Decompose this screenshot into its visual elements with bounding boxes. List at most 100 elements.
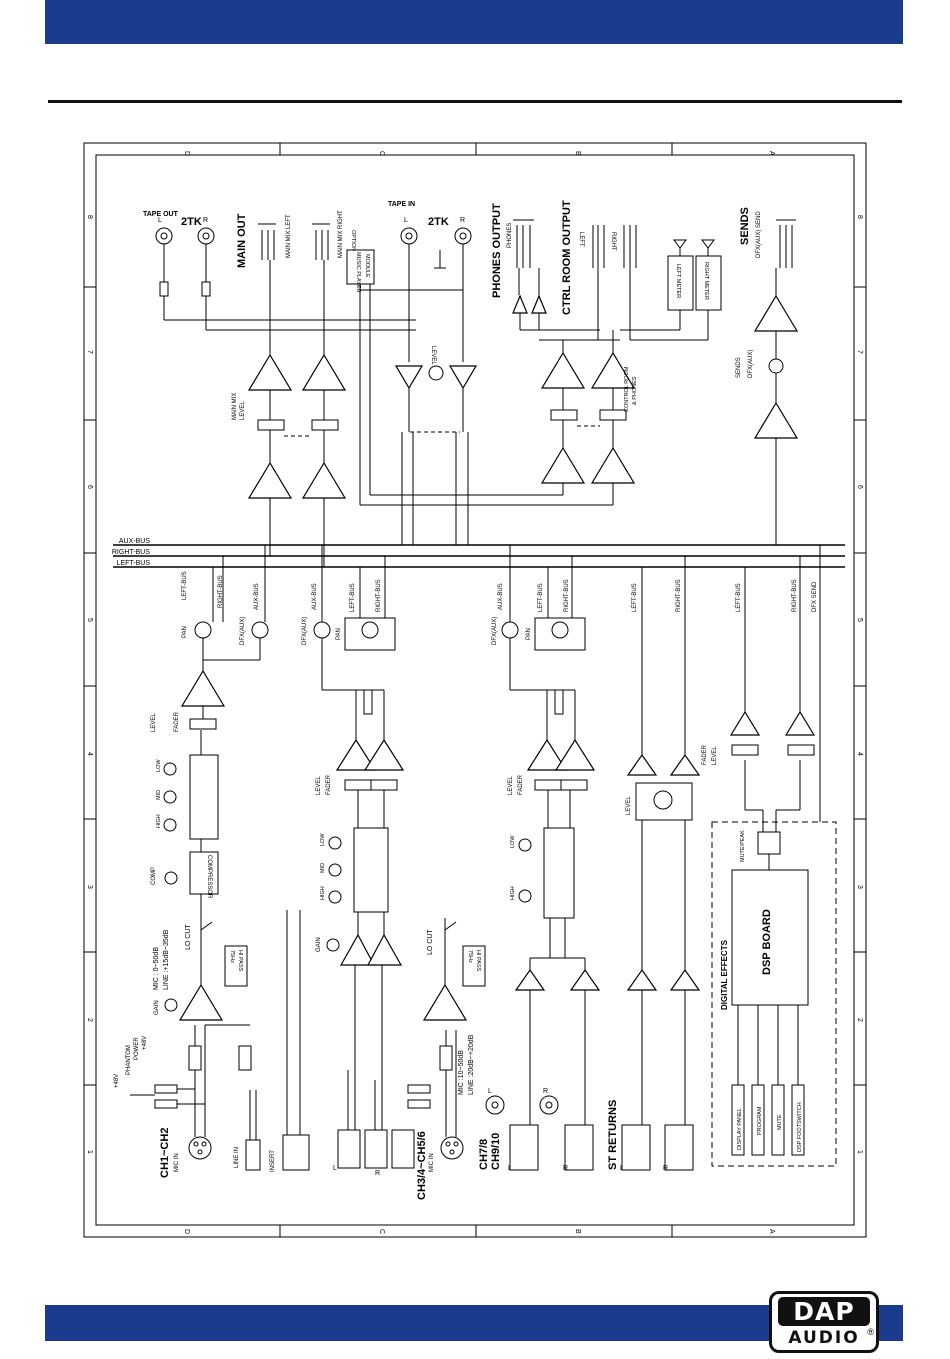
diagram-label: LEVEL: [712, 746, 718, 765]
diagram-label: FADER: [702, 744, 708, 765]
diagram-label: MUSIC PLAYER: [355, 252, 361, 293]
phantom-label: PHANTOM: [126, 1045, 132, 1075]
tape-in-label: TAPE IN: [388, 201, 415, 208]
diagram-label: DFX(AUX) SEND: [756, 211, 762, 258]
diagram-label: RIGHT-BUS: [564, 579, 570, 612]
dsp-board-label: DSP BOARD: [761, 909, 773, 975]
two-tk-in-label: 2TK: [428, 216, 449, 228]
row-label: 1: [86, 1150, 93, 1154]
main-out-label: MAIN OUT: [236, 213, 248, 268]
diagram-label: PAN: [336, 628, 342, 640]
diagram-label: HIGH: [510, 886, 516, 900]
diagram-frame: [83, 142, 867, 1238]
col-label: C: [378, 1229, 385, 1234]
diagram-label: LEVEL: [430, 346, 436, 365]
mic-range-label: MIC : 0~50dB: [153, 947, 160, 990]
control-room-amps: CONTROL ROOM & PHONES: [359, 290, 638, 506]
mute-label: MUTE: [777, 1114, 783, 1130]
col-label: D: [183, 1229, 190, 1234]
diagram-label: RIGHT-BUS: [792, 579, 798, 612]
row-label: 6: [856, 485, 863, 489]
ch3-ch6-label: CH3/4~CH5/6: [416, 1131, 428, 1200]
diagram-label: MUTE/PEAK: [740, 830, 746, 862]
diagram-label: L: [158, 217, 162, 224]
insert-label: INSERT: [270, 1150, 276, 1172]
diagram-label: 75Hz: [467, 950, 473, 963]
diagram-label: LEVEL: [626, 796, 632, 815]
diagram-label: R: [375, 1170, 380, 1177]
diagram-label: LEVEL: [316, 776, 322, 795]
two-tk-label: 2TK: [181, 216, 202, 228]
diagram-label: LEFT-BUS: [350, 583, 356, 612]
diagram-label: LOW: [156, 759, 162, 772]
row-label: 8: [86, 215, 93, 219]
diagram-label: LEFT: [578, 232, 584, 247]
diagram-label: AUX-BUS: [312, 583, 318, 610]
diagram-label: MIC IN: [174, 1153, 180, 1172]
dsp-footswitch-label: DSP FOOTSWITCH: [797, 1102, 803, 1152]
diagram-label: MODULE: [364, 254, 370, 278]
display-panel-label: DISPLAY PANEL: [737, 1108, 743, 1150]
row-label: 3: [86, 885, 93, 889]
diagram-label: HIGH: [156, 814, 162, 828]
diagram-label: RIGHT-BUS: [676, 579, 682, 612]
left-meter-label: LEFT METER: [675, 264, 681, 298]
col-label: A: [768, 151, 775, 156]
diagram-label: RIGHT-BUS: [218, 575, 224, 608]
program-label: PROGRAM: [757, 1106, 763, 1135]
diagram-label: R: [203, 217, 208, 224]
main-mix-label: MAIN MIX: [232, 393, 238, 420]
row-label: 2: [856, 1018, 863, 1022]
line-in-label: LINE IN: [234, 1147, 240, 1168]
diagram-label: AUX-BUS: [254, 583, 260, 610]
diagram-label: PHONES: [507, 223, 513, 248]
row-label: 7: [86, 350, 93, 354]
sends-label: SENDS: [739, 207, 751, 245]
meters: LEFT METER RIGHT METER: [620, 239, 722, 341]
control-room-label: CONTROL ROOM: [624, 366, 630, 412]
ch7-ch10-strip: CH7/8 CH9/10 L R L R LOW HIGH LEVEL FADE…: [478, 545, 601, 1172]
diagram-label: LO CUT: [185, 924, 192, 950]
diagram-label: POWER: [134, 1037, 140, 1060]
phones-output-label: PHONES OUTPUT: [491, 203, 503, 298]
row-label: 5: [856, 618, 863, 622]
tape-in-section: TAPE IN 2TK L R LEVEL: [388, 201, 478, 545]
digital-effects-label: DIGITAL EFFECTS: [720, 939, 729, 1010]
diagram-label: MIC IN: [429, 1153, 435, 1172]
main-mix-left-label: MAIN MIX LEFT: [286, 214, 292, 258]
line-range2-label: LINE :20dB~+20dB: [468, 1034, 475, 1095]
logo-top-text: DAP: [778, 1297, 870, 1326]
diagram-label: HI PASS: [475, 950, 481, 972]
sends-section: SENDS DFX(AUX) SEND SENDS DFX(AUX): [736, 207, 799, 545]
diagram-label: R: [460, 217, 465, 224]
st-returns-strip: ST RETURNS L R LEVEL LEFT-BUS RIGHT-BUS: [607, 556, 701, 1172]
logo-bottom-text: AUDIO: [788, 1328, 860, 1348]
col-label: C: [378, 151, 385, 156]
diagram-label: LEFT-BUS: [182, 571, 188, 600]
col-label: B: [574, 151, 581, 156]
right-bus-label: RIGHT-BUS: [112, 549, 150, 556]
ctrl-room-output-label: CTRL ROOM OUTPUT: [561, 200, 573, 315]
diagram-label: R: [563, 1165, 568, 1172]
tape-out-label: TAPE OUT: [143, 211, 179, 218]
diagram-label: DFX SEND: [812, 581, 818, 612]
col-label: B: [574, 1229, 581, 1234]
ch1-ch2-strip: CH1~CH2 MIC IN LINE IN INSERT PHANTOM PO…: [114, 545, 310, 1178]
main-mix-right-label: MAIN MIX RIGHT: [338, 210, 344, 258]
ctrl-room-output-section: CTRL ROOM OUTPUT LEFT RIGHT: [561, 200, 637, 340]
diagram-label: RIGHT: [610, 232, 616, 251]
row-label: 8: [856, 215, 863, 219]
diagram-label: +48V: [114, 1074, 120, 1088]
diagram-label: COMP: [151, 867, 157, 885]
diagram-label: RIGHT-BUS: [376, 579, 382, 612]
ch7-8-label: CH7/8: [478, 1139, 490, 1170]
music-player-module: MUSIC PLAYER MODULE OPTION: [346, 230, 463, 495]
diagram-label: OPTION: [350, 230, 356, 251]
row-label: 4: [856, 752, 863, 756]
diagram-label: R: [663, 1165, 668, 1172]
header-band: [45, 0, 903, 44]
ch1-ch2-label: CH1~CH2: [159, 1128, 171, 1178]
diagram-label: DFX(AUX): [302, 617, 308, 645]
diagram-label: LEVEL: [151, 713, 157, 732]
compressor-label: COMPRESSOR: [206, 855, 212, 899]
